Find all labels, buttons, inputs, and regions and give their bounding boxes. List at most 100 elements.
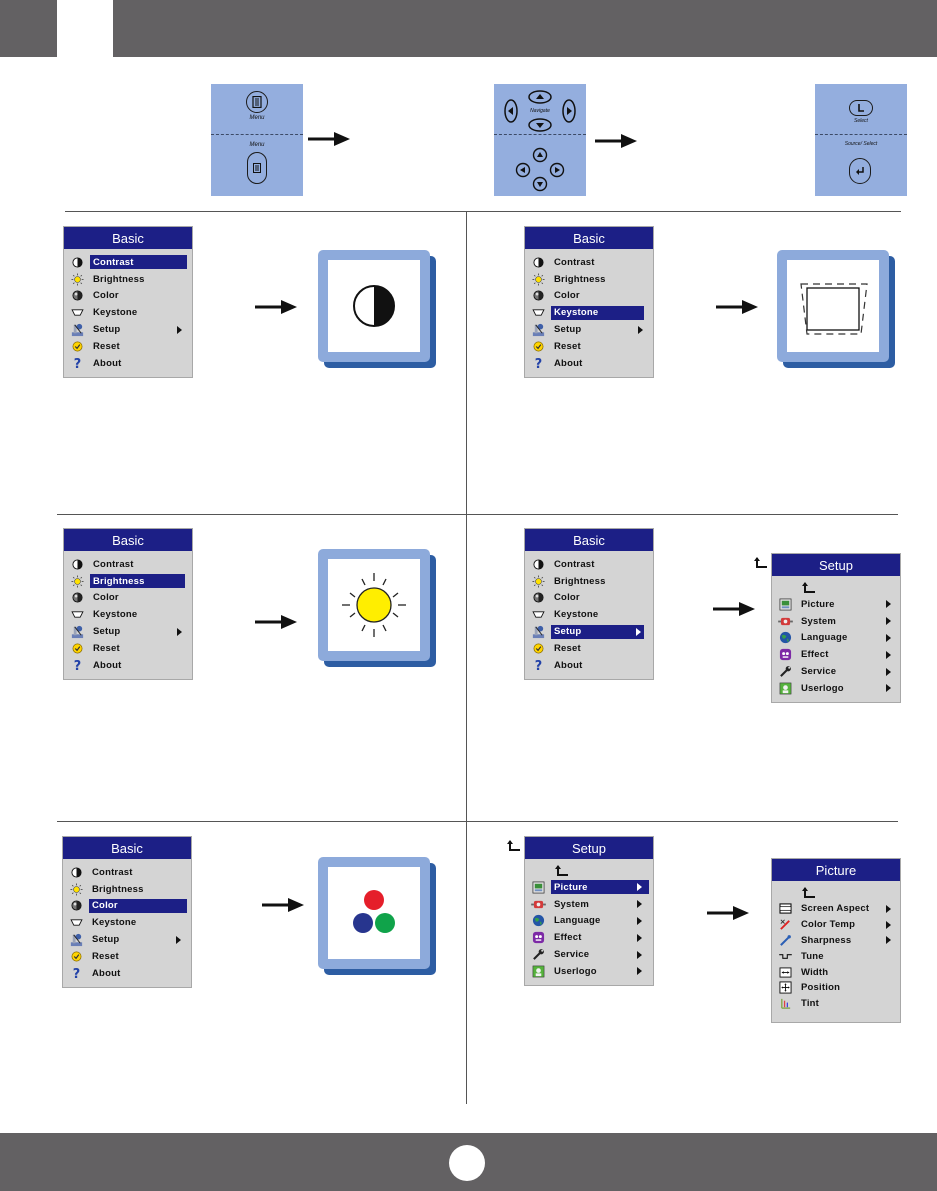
menu-item-contrast[interactable]: Contrast <box>525 556 653 573</box>
color-icon <box>64 290 90 301</box>
picture-menu: Picture Screen Aspect Color Temp Sharpne… <box>771 858 901 1023</box>
submenu-caret-icon <box>886 920 891 929</box>
keystone-icon <box>63 918 89 927</box>
menu-item-width[interactable]: Width <box>772 964 900 980</box>
menu-item-about[interactable]: About <box>64 355 192 372</box>
brightness-preview <box>318 549 436 667</box>
menu-item-brightness[interactable]: Brightness <box>64 573 192 590</box>
rgb-dots-icon <box>353 890 395 933</box>
menu-item-about[interactable]: About <box>525 355 653 372</box>
menu-item-tune[interactable]: Tune <box>772 948 900 964</box>
menu-item-userlogo[interactable]: Userlogo <box>525 963 653 980</box>
menu-item-setup[interactable]: Setup <box>525 321 653 338</box>
sharpness-icon <box>772 934 798 947</box>
submenu-caret-icon <box>637 900 642 909</box>
menu-item-keystone[interactable]: Keystone <box>525 304 653 321</box>
contrast-preview <box>318 250 436 368</box>
submenu-caret-icon <box>886 684 891 693</box>
source-select-label: Source/ Select <box>844 141 878 147</box>
menu-item-keystone[interactable]: Keystone <box>64 304 192 321</box>
back-item[interactable] <box>772 885 900 901</box>
reset-icon <box>525 643 551 654</box>
menu-item-brightness[interactable]: Brightness <box>63 881 191 898</box>
submenu-caret-icon <box>886 904 891 913</box>
basic-menu: Basic Contrast Brightness Color Keystone… <box>63 528 193 680</box>
menu-item-keystone[interactable]: Keystone <box>525 606 653 623</box>
back-item[interactable] <box>772 580 900 596</box>
menu-item-system[interactable]: System <box>772 613 900 630</box>
menu-item-about[interactable]: About <box>63 965 191 982</box>
menu-item-language[interactable]: Language <box>525 913 653 930</box>
menu-title: Basic <box>525 529 653 551</box>
menu-item-sharpness[interactable]: Sharpness <box>772 933 900 949</box>
menu-item-brightness[interactable]: Brightness <box>64 271 192 288</box>
menu-item-effect[interactable]: Effect <box>525 929 653 946</box>
submenu-caret-icon <box>886 936 891 945</box>
keystone-icon <box>525 308 551 317</box>
navigate-pad-icon <box>504 90 576 132</box>
menu-item-picture[interactable]: Picture <box>772 596 900 613</box>
menu-item-about[interactable]: About <box>525 657 653 674</box>
divider <box>494 134 586 135</box>
menu-item-color[interactable]: Color <box>63 898 191 915</box>
menu-item-service[interactable]: Service <box>525 946 653 963</box>
menu-item-system[interactable]: System <box>525 896 653 913</box>
menu-item-color[interactable]: Color <box>525 288 653 305</box>
screen-aspect-icon <box>772 903 798 914</box>
sun-icon <box>63 883 89 896</box>
menu-item-color-temp[interactable]: Color Temp <box>772 917 900 933</box>
submenu-caret-icon <box>886 667 891 676</box>
menu-item-reset[interactable]: Reset <box>64 338 192 355</box>
menu-item-contrast[interactable]: Contrast <box>63 864 191 881</box>
menu-item-setup[interactable]: Setup <box>63 931 191 948</box>
keystone-correction-icon <box>800 283 868 335</box>
menu-item-service[interactable]: Service <box>772 663 900 680</box>
menu-item-reset[interactable]: Reset <box>525 338 653 355</box>
menu-item-position[interactable]: Position <box>772 980 900 996</box>
menu-item-effect[interactable]: Effect <box>772 646 900 663</box>
globe-icon <box>525 914 551 927</box>
sun-icon <box>342 573 406 637</box>
menu-item-contrast[interactable]: Contrast <box>64 254 192 271</box>
menu-item-setup[interactable]: Setup <box>64 321 192 338</box>
submenu-caret-icon <box>637 916 642 925</box>
setup-icon <box>525 322 551 337</box>
submenu-caret-icon <box>886 617 891 626</box>
menu-item-color[interactable]: Color <box>64 288 192 305</box>
menu-item-brightness[interactable]: Brightness <box>525 573 653 590</box>
submenu-caret-icon <box>886 650 891 659</box>
menu-item-language[interactable]: Language <box>772 630 900 647</box>
back-arrow-icon <box>754 557 768 569</box>
menu-item-tint[interactable]: Tint <box>772 996 900 1012</box>
wrench-icon <box>525 948 551 961</box>
menu-item-about[interactable]: About <box>64 657 192 674</box>
userlogo-icon <box>772 682 798 695</box>
contrast-icon <box>525 257 551 268</box>
contrast-icon <box>64 257 90 268</box>
submenu-caret-icon <box>886 600 891 609</box>
menu-item-picture[interactable]: Picture <box>525 879 653 896</box>
submenu-caret-icon <box>637 967 642 976</box>
menu-item-userlogo[interactable]: Userlogo <box>772 680 900 697</box>
menu-item-keystone[interactable]: Keystone <box>64 606 192 623</box>
menu-item-reset[interactable]: Reset <box>525 640 653 657</box>
menu-item-reset[interactable]: Reset <box>64 640 192 657</box>
menu-item-brightness[interactable]: Brightness <box>525 271 653 288</box>
source-select-button-icon <box>849 158 871 184</box>
menu-item-setup[interactable]: Setup <box>64 623 192 640</box>
menu-item-screen-aspect[interactable]: Screen Aspect <box>772 901 900 917</box>
menu-title: Setup <box>525 837 653 859</box>
menu-item-color[interactable]: Color <box>64 590 192 607</box>
menu-item-contrast[interactable]: Contrast <box>64 556 192 573</box>
menu-item-contrast[interactable]: Contrast <box>525 254 653 271</box>
keystone-icon <box>64 610 90 619</box>
setup-menu: Setup Picture System Language Effect Ser… <box>524 836 654 986</box>
menu-item-keystone[interactable]: Keystone <box>63 914 191 931</box>
picture-icon <box>772 598 798 611</box>
setup-icon <box>64 624 90 639</box>
menu-item-setup[interactable]: Setup <box>525 623 653 640</box>
menu-item-color[interactable]: Color <box>525 590 653 607</box>
back-item[interactable] <box>525 863 653 879</box>
menu-item-reset[interactable]: Reset <box>63 948 191 965</box>
row-divider <box>65 211 901 212</box>
